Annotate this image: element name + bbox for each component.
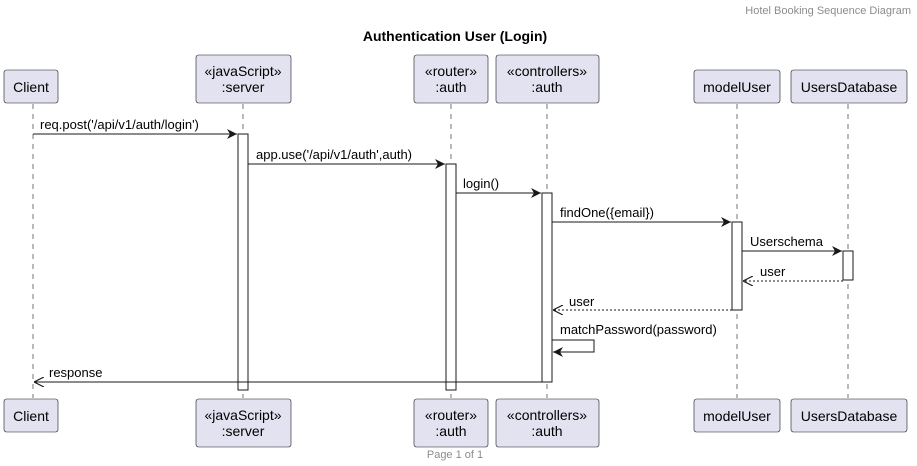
participant-modeluser: modelUser — [693, 69, 781, 104]
message-label: login() — [463, 176, 499, 191]
message-label: matchPassword(password) — [560, 322, 717, 337]
participant-stereotype: «router» — [425, 63, 477, 79]
participant-box — [195, 54, 292, 104]
message-label: response — [49, 365, 102, 380]
message-userschema: Userschema — [742, 234, 842, 256]
participant-label: :auth — [435, 79, 466, 95]
activation-server — [237, 133, 249, 391]
participant-box — [413, 54, 489, 104]
message-label: user — [760, 264, 786, 279]
page-footer: Page 1 of 1 — [427, 449, 483, 461]
participant-box — [195, 398, 292, 448]
message-app-use: app.use('/api/v1/auth',auth) — [248, 147, 445, 169]
participant-modeluser-bottom: modelUser — [693, 398, 781, 433]
activation-usersdb — [842, 250, 854, 281]
participant-box — [693, 69, 781, 104]
participant-box — [693, 398, 781, 433]
participants-top: Client «javaScript» :server «router» :au… — [3, 54, 908, 104]
participant-stereotype: «controllers» — [507, 407, 587, 423]
participant-stereotype: «controllers» — [507, 63, 587, 79]
participant-label: :auth — [531, 79, 562, 95]
message-label: req.post('/api/v1/auth/login') — [40, 117, 199, 132]
participant-box — [790, 69, 908, 104]
participant-client-bottom: Client — [3, 398, 59, 433]
participant-label: Client — [13, 79, 49, 95]
participant-label: :auth — [531, 423, 562, 439]
activation-router — [445, 163, 457, 391]
participant-server: «javaScript» :server — [195, 54, 292, 104]
message-match-password: matchPassword(password) — [552, 322, 717, 357]
participant-controllers: «controllers» :auth — [495, 54, 600, 104]
participant-box — [495, 398, 600, 448]
participant-label: Client — [13, 408, 49, 424]
header-text: Hotel Booking Sequence Diagram — [745, 5, 911, 17]
messages: req.post('/api/v1/auth/login') app.use('… — [33, 117, 843, 382]
participant-box — [413, 398, 489, 448]
participant-label: modelUser — [703, 79, 771, 95]
participant-box — [495, 54, 600, 104]
activation-modeluser — [731, 221, 743, 311]
participant-box — [3, 398, 59, 433]
message-label: Userschema — [750, 234, 824, 249]
participants-bottom: Client «javaScript» :server «router» :au… — [3, 398, 908, 448]
participant-label: :auth — [435, 423, 466, 439]
participant-usersdb: UsersDatabase — [790, 69, 908, 104]
participant-client: Client — [3, 69, 59, 104]
participant-stereotype: «router» — [425, 407, 477, 423]
participant-label: UsersDatabase — [801, 408, 898, 424]
participant-controllers-bottom: «controllers» :auth — [495, 398, 600, 448]
message-user-return-db: user — [743, 264, 843, 281]
participant-label: :server — [222, 79, 265, 95]
participant-label: modelUser — [703, 408, 771, 424]
participant-box — [790, 398, 908, 433]
participant-stereotype: «javaScript» — [204, 407, 281, 423]
participant-label: UsersDatabase — [801, 79, 898, 95]
activations — [237, 133, 854, 391]
message-req-post: req.post('/api/v1/auth/login') — [33, 117, 237, 139]
activation-controllers — [541, 192, 553, 383]
participant-stereotype: «javaScript» — [204, 63, 281, 79]
participant-router-bottom: «router» :auth — [413, 398, 489, 448]
message-label: app.use('/api/v1/auth',auth) — [256, 147, 412, 162]
message-response: response — [34, 365, 542, 382]
participant-router: «router» :auth — [413, 54, 489, 104]
diagram-title: Authentication User (Login) — [363, 28, 547, 44]
message-label: findOne({email}) — [560, 205, 654, 220]
lifelines — [32, 104, 849, 398]
message-user-return-model: user — [553, 294, 732, 310]
message-login: login() — [456, 176, 541, 198]
participant-box — [3, 69, 59, 104]
message-arrow — [552, 339, 595, 357]
participant-server-bottom: «javaScript» :server — [195, 398, 292, 448]
participant-usersdb-bottom: UsersDatabase — [790, 398, 908, 433]
message-label: user — [569, 294, 595, 309]
participant-label: :server — [222, 423, 265, 439]
message-find-one: findOne({email}) — [552, 205, 731, 227]
